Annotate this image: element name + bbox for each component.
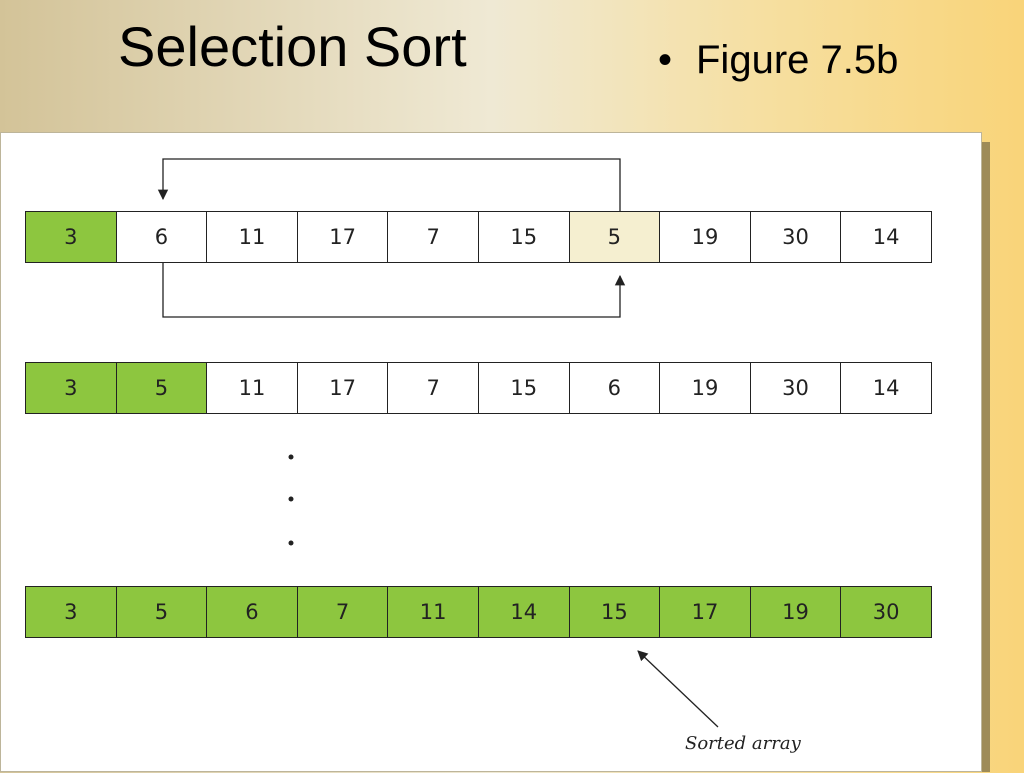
diagram-overlay [157,158,719,728]
array-cell: 19 [659,362,751,414]
bullet-dot-icon: • [658,38,673,82]
array-cell: 15 [477,362,570,414]
sorted-array-pointer [637,650,719,728]
swap-arrow-bottom [162,263,626,318]
ellipsis-dot [288,540,294,546]
array-cell: 3 [25,211,117,263]
figure-bullet: • Figure 7.5b [658,38,898,83]
array-cell: 17 [296,362,389,414]
array-cell: 14 [840,362,932,414]
array-cell: 5 [568,211,661,263]
array-cell: 30 [749,362,842,414]
array-cell: 6 [568,362,661,414]
figure-caption: Figure 7.5b [696,38,899,82]
swap-arrow-top [157,158,621,211]
array-cell: 7 [387,362,479,414]
array-cell: 15 [477,211,570,263]
array-cell: 17 [296,211,389,263]
array-cell: 30 [749,211,842,263]
ellipsis-dot [288,496,294,502]
array-cell: 11 [206,362,298,414]
array-cell: 5 [115,362,208,414]
array-cell: 7 [387,211,479,263]
array-cell: 14 [477,586,570,638]
array-cell: 15 [568,586,661,638]
array-cell: 11 [387,586,479,638]
slide-title: Selection Sort [118,15,467,78]
array-cell: 30 [840,586,932,638]
array-cell: 3 [25,586,117,638]
ellipsis-dot [288,454,294,460]
array-cell: 14 [840,211,932,263]
array-cell: 7 [296,586,389,638]
sorted-array-label: Sorted array [685,733,801,754]
array-cell: 11 [206,211,298,263]
array-cell: 17 [659,586,751,638]
array-cell: 19 [659,211,751,263]
